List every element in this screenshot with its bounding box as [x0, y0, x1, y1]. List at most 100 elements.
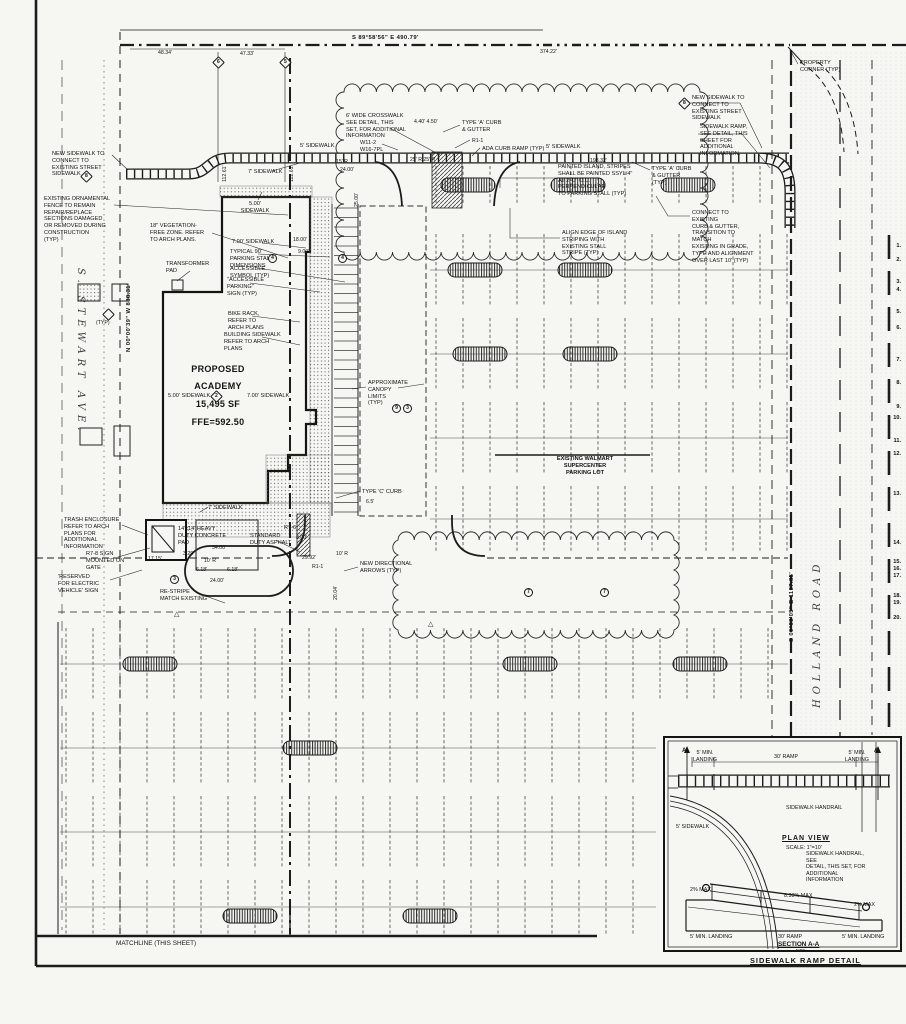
dim-48: 48.34'	[158, 50, 172, 56]
dim-2992: 29.92'	[302, 555, 316, 561]
building-name-1: PROPOSED	[191, 363, 245, 374]
detail-landing-left: 5' MIN. LANDING	[693, 750, 717, 763]
note-number: 13.	[893, 491, 901, 497]
dim-47: 47.33'	[240, 51, 254, 57]
dim-374: 374.22'	[540, 49, 557, 55]
detail-landing-b-left: 5' MIN. LANDING	[690, 934, 733, 940]
callout-type-c-curb: TYPE 'C' CURB	[362, 489, 402, 495]
callout-vegetation-zone: 18" VEGETATION- FREE ZONE. REFER TO ARCH…	[150, 223, 205, 243]
keynote-number: 9	[395, 405, 398, 411]
dim-10r-a: 10' R	[204, 558, 216, 564]
callout-trash-enclosure: TRASH ENCLOSURE REFER TO ARCH PLANS FOR …	[64, 517, 120, 551]
keynote-circle-7a: 7	[524, 588, 533, 597]
bearing-left: N 00°00'39" W 888.31'	[126, 283, 132, 352]
street-name-holland: HOLLAND ROAD	[812, 559, 823, 708]
dim-2500: 25.00'	[354, 193, 360, 207]
callout-transformer-pad: TRANSFORMER PAD	[166, 261, 210, 274]
dim-900: 9.00'	[298, 249, 310, 255]
dim-440: 4.40' 4.50'	[414, 119, 438, 125]
note-number: 19.	[893, 600, 901, 606]
callout-r11b: R1-1	[312, 564, 324, 570]
bearing-right: S 00°03'05" E 1197.85'	[789, 571, 795, 642]
typ-marker-label: (TYP)	[96, 320, 110, 326]
keynote-circle-4a: 4	[268, 254, 277, 263]
dim-15r: 15' R	[336, 159, 348, 165]
detail-plan-view-title: PLAN VIEW	[782, 835, 830, 842]
note-number: 18.	[893, 593, 901, 599]
callout-painted-island: PAINTED ISLAND, STRIPES SHALL BE PAINTED…	[558, 164, 633, 198]
callout-sidewalk-7: 7' SIDEWALK	[248, 169, 283, 175]
keynote-number: 4	[341, 255, 344, 261]
callout-connect-existing: CONNECT TO EXISTING CURB & GUTTER, TRANS…	[692, 210, 754, 264]
detail-max2-left: 2% MAX	[690, 887, 711, 893]
street-name-stewart: S. STEWART AVE.	[75, 268, 86, 436]
note-number: 15.	[893, 559, 901, 565]
callout-align-edge: ALIGN EDGE OF ISLAND STRIPING WITH EXIST…	[562, 230, 628, 257]
note-number: 5.	[896, 309, 901, 315]
matchline-label: MATCHLINE (THIS SHEET)	[116, 940, 197, 947]
detail-max833: 8.33% MAX	[784, 893, 813, 899]
note-number: 4.	[896, 287, 901, 293]
triangle-marker-icon: △	[174, 611, 180, 618]
callout-sidewalk-700b: 7.00' SIDEWALK	[247, 393, 290, 399]
callout-typical-stall: TYPICAL 90' PARKING STALL DIMENSIONS	[230, 249, 274, 269]
detail-sidewalk5-label: 5' SIDEWALK	[676, 824, 710, 830]
keynote-circle-3b: 3	[170, 575, 179, 584]
note-number: 6.	[896, 325, 901, 331]
callout-standard-asphalt: STANDARD DUTY ASPHALT	[250, 533, 292, 546]
keynote-circle-4b: 4	[338, 254, 347, 263]
callout-sidewalk-500: 5.00' SIDEWALK	[240, 201, 270, 214]
callout-r78-sign: R7-8 SIGN MOUNTED ON GATE	[86, 551, 125, 571]
callout-sidewalk-5b: 5' SIDEWALK	[546, 144, 581, 150]
detail-section-title: SECTION A-A	[778, 941, 820, 948]
note-number: 20.	[893, 615, 901, 621]
keynote-number: 3	[406, 405, 409, 411]
detail-nts: NTS	[796, 949, 806, 954]
keynote-number: 4	[271, 255, 274, 261]
callout-directional-arrows: NEW DIRECTIONAL ARROWS (TYP)	[360, 561, 413, 574]
note-number: 2.	[896, 257, 901, 263]
callout-sidewalk-5: 5' SIDEWALK	[300, 143, 335, 149]
detail-section-marker-a-right: A	[874, 748, 879, 754]
dim-10r-b: 10' R	[336, 551, 348, 557]
keynote-circle-7b: 7	[600, 588, 609, 597]
building-name-2: ACADEMY	[194, 381, 242, 392]
detail-max2-right: 2% MAX	[854, 902, 875, 908]
dim-112b: 112.61'	[289, 165, 295, 182]
detail-landing-b-right: 5' MIN. LANDING	[842, 934, 885, 940]
dim-2004: 20.04'	[333, 586, 339, 600]
callout-r76-sign: R7-6	[284, 525, 297, 531]
detail-ramp30-b: 30' RAMP	[778, 934, 803, 940]
walmart-parking-note: EXISTING WALMART SUPERCENTER PARKING LOT	[556, 456, 614, 476]
callout-crosswalk: 6' WIDE CROSSWALK SEE DETAIL, THIS SET, …	[346, 113, 406, 140]
note-number: 8.	[896, 380, 901, 386]
keynote-number: 5	[283, 58, 287, 65]
dim-618a: 6.18'	[196, 567, 208, 573]
dim-800: 8.00'	[296, 535, 308, 541]
note-number: 16.	[893, 566, 901, 572]
note-number: 12.	[893, 451, 901, 457]
detail-section-marker-a-left: A	[682, 748, 687, 754]
keynote-number: 3	[173, 576, 176, 582]
callout-bike-rack: BIKE RACK, REFER TO ARCH PLANS	[228, 311, 264, 331]
keynote-number: 7	[603, 589, 606, 595]
callout-canopy-limits: APPROXIMATE CANOPY LIMITS (TYP)	[368, 380, 408, 407]
callout-existing-fence: EXISTING ORNAMENTAL FENCE TO REMAIN REPA…	[44, 196, 111, 243]
callout-heavy-pad: 14'x14' HEAVY DUTY CONCRETE PAD	[178, 526, 227, 546]
keynote-number: 8	[682, 99, 686, 106]
keynote-number: 8	[84, 172, 88, 179]
callout-type-a-curb: TYPE 'A' CURB & GUTTER	[462, 120, 502, 133]
note-number: 10.	[893, 415, 901, 421]
property-corner-note: PROPERTY CORNER (TYP)	[800, 60, 841, 73]
keynote-number: 6	[216, 58, 220, 65]
detail-handrail-label: SIDEWALK HANDRAIL	[786, 805, 843, 811]
triangle-marker-icon: △	[428, 621, 434, 628]
dim-193: 193.32'	[590, 158, 607, 164]
callout-building-sidewalk: BUILDING SIDEWALK REFER TO ARCH PLANS	[224, 332, 281, 352]
callout-r11: R1-1	[472, 138, 484, 144]
dim-24: 24.00'	[340, 167, 354, 173]
callout-reserved-ev: 'RESERVED FOR ELECTRIC VEHICLE' SIGN	[58, 574, 100, 594]
callout-w11-sign: W11-2 W16-7PL	[360, 140, 384, 153]
dim-25r: 25' R 25' R	[410, 157, 436, 163]
